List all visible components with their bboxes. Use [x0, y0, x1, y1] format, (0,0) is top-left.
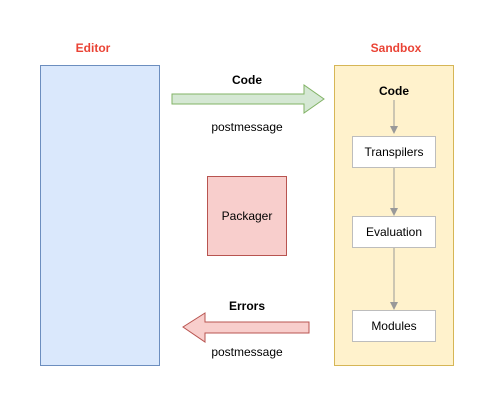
errors-arrow-sublabel: postmessage — [211, 345, 283, 359]
modules-label: Modules — [371, 319, 417, 333]
evaluation-step: Evaluation — [352, 216, 436, 248]
packager-label: Packager — [221, 209, 273, 223]
sandbox-title: Sandbox — [370, 41, 422, 55]
editor-panel — [40, 65, 160, 366]
evaluation-label: Evaluation — [365, 225, 423, 239]
errors-arrow-label: Errors — [228, 299, 266, 313]
modules-step: Modules — [352, 310, 436, 342]
sandbox-code-label: Code — [379, 84, 409, 98]
editor-title: Editor — [75, 41, 111, 55]
errors-arrow — [182, 312, 310, 343]
code-arrow-label: Code — [232, 73, 262, 87]
code-arrow-sublabel: postmessage — [211, 120, 283, 134]
code-arrow — [171, 84, 325, 114]
transpilers-step: Transpilers — [352, 136, 436, 168]
packager-node: Packager — [207, 176, 287, 256]
transpilers-label: Transpilers — [364, 145, 424, 159]
